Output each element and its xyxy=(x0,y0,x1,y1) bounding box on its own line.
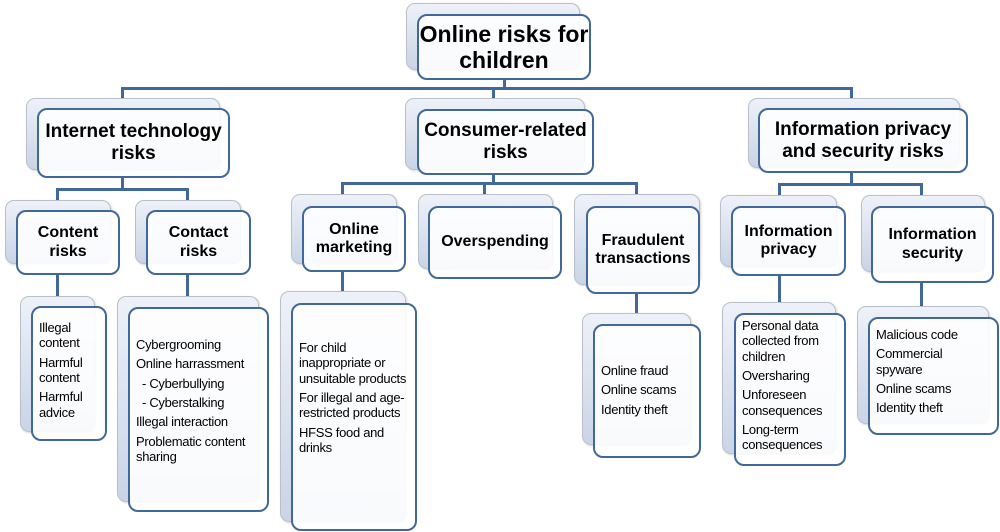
connector xyxy=(850,87,853,99)
connector xyxy=(492,87,495,99)
node-label: privacy xyxy=(760,241,817,258)
list-item: Online harrassment xyxy=(136,356,245,372)
list-item: - Cyberbullying xyxy=(142,375,225,391)
overspending-node: Overspending xyxy=(428,206,562,279)
list-item: Unforeseen consequences xyxy=(742,387,823,418)
node-label: Information xyxy=(888,226,977,244)
connector xyxy=(121,87,853,90)
list-item: Problematic content sharing xyxy=(136,433,246,464)
online-marketing-list: For child inappropriate or unsuitable pr… xyxy=(291,303,417,531)
list-item: HFSS food and drinks xyxy=(299,424,384,455)
node-label: Consumer-related xyxy=(424,120,587,142)
node-label: risks xyxy=(483,142,528,163)
node-label: Contact xyxy=(168,224,229,242)
contact-risks-list: Cybergrooming Online harrassment - Cyber… xyxy=(128,307,269,512)
node-label: security xyxy=(901,244,964,262)
root-label-line2: children xyxy=(459,47,549,73)
list-item: - Cyberstalking xyxy=(142,394,225,410)
connector xyxy=(341,182,638,185)
node-label: Internet technology xyxy=(45,121,222,143)
connector xyxy=(121,176,124,190)
connector xyxy=(778,183,781,195)
node-label: marketing xyxy=(315,239,393,256)
list-item: Malicious code xyxy=(876,327,958,342)
connector xyxy=(56,188,59,200)
connector xyxy=(341,182,344,194)
list-item: Personal data collected from children xyxy=(742,318,819,364)
node-label: Information privacy xyxy=(774,118,952,140)
content-risks-list: Illegal content Harmful content Harmful … xyxy=(31,306,107,441)
list-item: Commercial spyware xyxy=(876,346,943,377)
list-item: Harmful content xyxy=(39,354,83,385)
connector xyxy=(850,171,853,185)
list-item: Identity theft xyxy=(876,400,943,416)
connector xyxy=(483,182,486,194)
node-label: risks xyxy=(111,143,156,164)
connector xyxy=(186,274,189,297)
list-item: For child inappropriate or unsuitable pr… xyxy=(299,340,407,386)
list-item: Identity theft xyxy=(601,401,668,417)
list-item: Harmful advice xyxy=(39,389,83,420)
list-item: Long-term consequences xyxy=(742,421,823,453)
connector xyxy=(121,87,124,99)
connector xyxy=(635,293,638,314)
connector xyxy=(778,183,923,186)
node-label: risks xyxy=(49,242,87,260)
node-label: Online xyxy=(329,220,379,238)
fraudulent-transactions-list: Online fraud Online scams Identity theft xyxy=(593,324,701,458)
node-label: Information xyxy=(744,222,833,240)
list-item: Online scams xyxy=(876,380,952,396)
node-label: Content xyxy=(37,224,99,242)
root-label-line1: Online risks for xyxy=(419,20,589,47)
list-item: Oversharing xyxy=(742,367,810,383)
list-item: Illegal interaction xyxy=(136,414,228,430)
connector xyxy=(635,182,638,194)
list-item: For illegal and age-restricted products xyxy=(299,389,405,421)
connector xyxy=(56,188,189,191)
connector xyxy=(503,79,506,89)
node-label: risks xyxy=(179,242,218,260)
list-item: Illegal content xyxy=(39,320,80,351)
list-item: Online fraud xyxy=(601,363,669,378)
node-label: Overspending xyxy=(441,233,549,251)
node-label: and security risks xyxy=(782,140,944,162)
list-item: Cybergrooming xyxy=(136,337,221,352)
node-label: Fraudulent xyxy=(601,231,685,249)
connector xyxy=(778,275,781,303)
node-label: transactions xyxy=(595,250,691,267)
connector xyxy=(56,274,59,297)
connector xyxy=(492,174,495,184)
information-security-list: Malicious code Commercial spyware Online… xyxy=(868,317,999,435)
connector xyxy=(186,188,189,200)
connector xyxy=(920,183,923,195)
information-privacy-list: Personal data collected from children Ov… xyxy=(734,313,846,466)
list-item: Online scams xyxy=(601,382,677,398)
connector xyxy=(341,271,344,292)
connector xyxy=(920,282,923,307)
